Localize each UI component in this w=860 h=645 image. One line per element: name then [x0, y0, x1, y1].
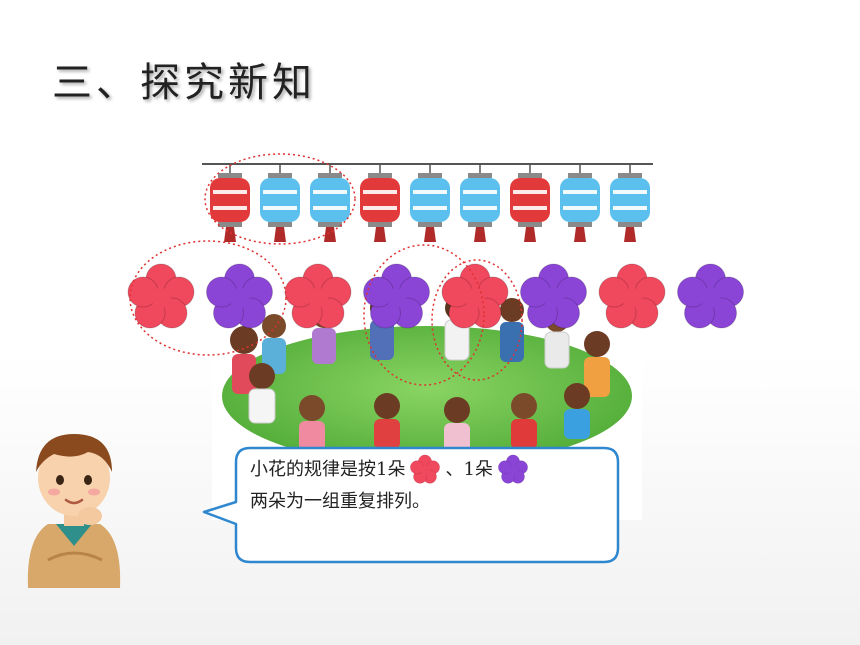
lantern-strip [200, 152, 655, 247]
child-figure [248, 363, 276, 424]
purple-flower-icon [520, 263, 587, 329]
child-figure [299, 395, 325, 451]
boy-character-illustration [27, 434, 121, 588]
bubble-line1-part1: 小花的规律是按1朵 [250, 459, 406, 480]
slide-title: 三、探究新知 [52, 60, 316, 106]
bubble-line-2: 两朵为一组重复排列。 [250, 491, 430, 512]
child-figure [444, 397, 470, 453]
red-flower-icon [284, 263, 352, 329]
blue-lantern [460, 164, 500, 242]
red-lantern [510, 164, 550, 242]
blue-lantern [560, 164, 600, 242]
child-figure [511, 393, 537, 449]
child-figure [564, 383, 590, 439]
bubble-line1-part2: 、1朵 [445, 459, 493, 480]
purple-flower-icon [677, 263, 744, 329]
blue-lantern [410, 164, 450, 242]
purple-flower-icon [498, 454, 528, 484]
flower-row [127, 263, 744, 329]
bubble-line-1: 小花的规律是按1朵 、1朵 [250, 454, 610, 486]
red-flower-icon [441, 263, 509, 329]
red-flower-icon [410, 454, 441, 484]
child-figure [374, 393, 400, 449]
red-flower-icon [598, 263, 666, 329]
bubble-text: 小花的规律是按1朵 、1朵 两朵为一组重复排列。 [250, 454, 610, 518]
purple-flower-icon [363, 263, 430, 329]
child-figure [584, 331, 610, 397]
purple-flower-icon [206, 263, 273, 329]
blue-lantern [610, 164, 650, 242]
red-lantern [360, 164, 400, 242]
red-flower-icon [127, 263, 195, 329]
